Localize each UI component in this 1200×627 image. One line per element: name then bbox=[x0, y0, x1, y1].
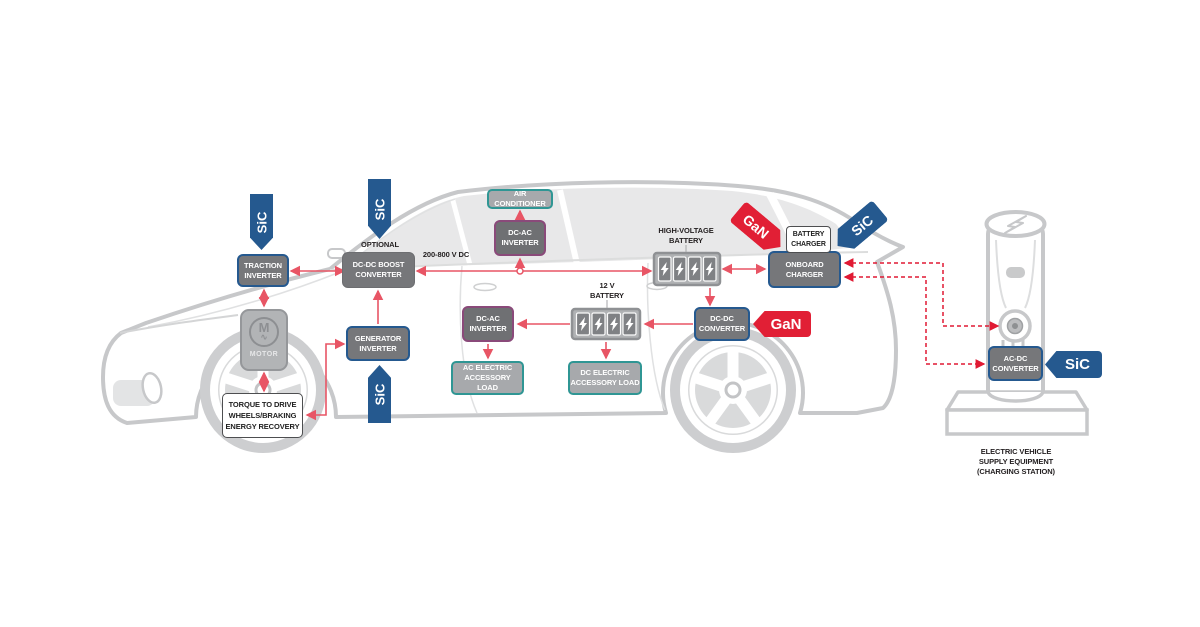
lightning-bolt-icon bbox=[579, 317, 634, 331]
motor-symbol: M bbox=[258, 320, 270, 335]
sic-badge-label: SiC bbox=[371, 383, 387, 405]
air-conditioner-box: AIR CONDITIONER bbox=[487, 189, 553, 209]
torque-note-box: TORQUE TO DRIVE WHEELS/BRAKING ENERGY RE… bbox=[222, 393, 303, 438]
dcac-inverter-12v-box: DC-AC INVERTER bbox=[462, 306, 514, 342]
motor-label: MOTOR bbox=[249, 351, 279, 358]
motor-icon: M ∿ bbox=[249, 317, 279, 347]
headlight bbox=[119, 314, 239, 334]
sic-badge-acdc-converter: SiC bbox=[1045, 351, 1102, 378]
dc-bus-voltage-label: 200-800 V DC bbox=[422, 250, 470, 259]
battery-12v-label: 12 V BATTERY bbox=[590, 281, 624, 301]
foglight bbox=[141, 371, 163, 405]
gan-badge-dcdc-converter: GaN bbox=[753, 311, 811, 337]
sic-badge-label: SiC bbox=[1064, 356, 1090, 373]
charging-station bbox=[945, 210, 1089, 436]
charging-dashed-lines bbox=[843, 258, 1000, 369]
evse-label: ELECTRIC VEHICLE SUPPLY EQUIPMENT (CHARG… bbox=[977, 447, 1055, 477]
ac-accessory-load-box: AC ELECTRIC ACCESSORY LOAD bbox=[451, 361, 524, 395]
motor-box: M ∿ MOTOR bbox=[240, 309, 288, 371]
generator-inverter-box: GENERATOR INVERTER bbox=[346, 326, 410, 361]
onboard-charger-box: ONBOARD CHARGER bbox=[768, 251, 841, 288]
station-slot bbox=[1006, 267, 1025, 278]
sine-wave-icon: ∿ bbox=[260, 332, 268, 342]
sic-badge-label: SiC bbox=[371, 198, 387, 220]
battery-12v-icon bbox=[570, 307, 642, 341]
traction-inverter-box: TRACTION INVERTER bbox=[237, 254, 289, 287]
sic-badge-label: SiC bbox=[253, 211, 269, 233]
connection-lines bbox=[258, 209, 767, 421]
acdc-converter-box: AC-DC CONVERTER bbox=[988, 346, 1043, 381]
high-voltage-battery-label: HIGH-VOLTAGE BATTERY bbox=[658, 226, 714, 246]
sic-badge-boost: SiC bbox=[368, 179, 391, 239]
rear-wheel bbox=[670, 327, 796, 453]
lightning-bolt-icon bbox=[660, 262, 714, 276]
dcdc-converter-box: DC-DC CONVERTER bbox=[694, 307, 750, 341]
optional-label: OPTIONAL bbox=[361, 240, 399, 249]
lightning-bolt-icon bbox=[1004, 215, 1027, 234]
dcdc-boost-converter-box: DC-DC BOOST CONVERTER bbox=[342, 252, 415, 288]
sic-badge-traction: SiC bbox=[250, 194, 273, 250]
gan-badge-label: GaN bbox=[770, 315, 802, 333]
car-outline bbox=[101, 180, 905, 425]
dcac-inverter-hv-box: DC-AC INVERTER bbox=[494, 220, 546, 256]
bus-junction bbox=[516, 267, 524, 275]
door-handle bbox=[473, 282, 497, 292]
station-cap bbox=[984, 210, 1047, 238]
battery-charger-box: BATTERY CHARGER bbox=[786, 226, 831, 253]
hv-battery-icon bbox=[652, 251, 722, 287]
dc-accessory-load-box: DC ELECTRIC ACCESSORY LOAD bbox=[568, 361, 642, 395]
sic-badge-generator: SiC bbox=[368, 365, 391, 423]
car-windows bbox=[352, 187, 855, 267]
